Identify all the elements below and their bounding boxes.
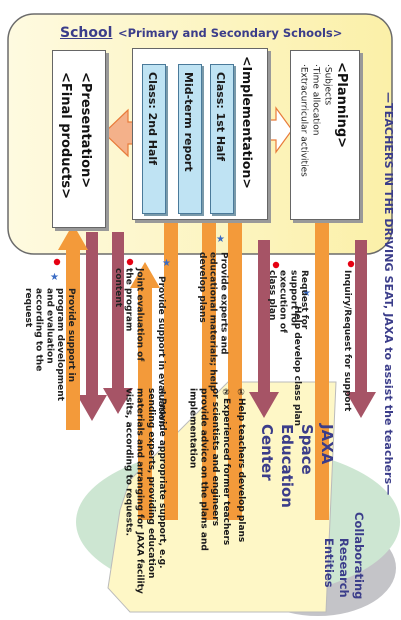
bullet-joint <box>126 258 134 266</box>
label-provide-support-program: Provide support in program development a… <box>22 288 76 401</box>
orange-arrow-eval-2 <box>130 262 160 520</box>
bullet-program <box>53 258 61 266</box>
notes-paper <box>107 381 337 613</box>
orange-arrow-experts <box>220 186 250 520</box>
jaxa-line3: Education <box>278 424 296 508</box>
star-experts: ★ <box>216 234 225 245</box>
orange-arrow-experts-2 <box>194 182 224 520</box>
orange-arrow-help-plan <box>307 196 337 520</box>
collab-line1: Collaborating <box>352 512 366 600</box>
bullet-inquiry <box>347 260 355 268</box>
label-help-plan: Help develop class plan <box>292 306 302 427</box>
class2-box <box>142 64 166 214</box>
presentation-box <box>52 50 106 228</box>
collab-line2: Research <box>337 538 351 598</box>
bullet-request <box>272 261 280 269</box>
planning-item-time: ·Time allocation <box>310 64 321 136</box>
maroon-arrow-request <box>249 240 279 418</box>
jaxa-line4: Center <box>258 424 276 481</box>
star-help-plan: ★ <box>302 288 311 299</box>
presentation-title: <Presentation> <box>78 72 93 189</box>
school-subtitle: <Primary and Secondary Schools> <box>117 26 343 40</box>
maroon-arrow-joint <box>103 232 133 414</box>
orange-arrows <box>58 178 337 520</box>
collab-line3: Entities <box>322 538 336 588</box>
note-2: ②Experienced former teachers or scientis… <box>187 388 231 551</box>
label-provide-experts: Provide experts and educational material… <box>196 252 229 392</box>
planning-item-extra: ·Extracurricular activities <box>298 64 309 177</box>
label-joint-eval: Joint evaluation of the program content <box>112 268 145 362</box>
jaxa-line1: JAXA <box>318 424 336 465</box>
side-title: —TEACHERS IN THE DRIVING SEAT, JAXA to a… <box>382 92 395 496</box>
maroon-arrow-program <box>77 232 107 421</box>
orange-arrow-program <box>58 224 88 430</box>
maroon-arrow-inquiry <box>346 240 376 418</box>
school-name: School <box>60 25 113 41</box>
class2-label: Class: 2nd Half <box>146 72 159 165</box>
planning-title: <Planning> <box>334 62 349 149</box>
midterm-box <box>178 64 202 214</box>
class1-box <box>210 64 234 214</box>
school-header: School <Primary and Secondary Schools> <box>60 22 342 41</box>
planning-box <box>290 50 360 220</box>
label-inquiry: Inquiry/Request for support <box>342 270 352 412</box>
maroon-arrows <box>77 232 376 421</box>
implementation-title: <Implementation> <box>240 56 255 189</box>
star-program: ★ <box>50 272 59 283</box>
label-request-execution: Request for support for execution of cla… <box>266 270 310 333</box>
bullet-marks: ★ ★ ★ ★ <box>50 234 355 299</box>
midterm-label: Mid-term report <box>182 72 195 172</box>
orange-arrow-eval <box>156 178 186 520</box>
presentation-subtitle: <Final products> <box>58 72 73 199</box>
note-3: ③Provide appropriate support, e.g. sendi… <box>123 388 167 594</box>
planning-item-subjects: ·Subjects <box>322 64 333 106</box>
jaxa-line2: Space <box>298 424 316 475</box>
note-1: ①Help teachers develop plans <box>236 388 246 543</box>
star-eval: ★ <box>162 258 171 269</box>
class1-label: Class: 1st Half <box>214 72 227 162</box>
label-provide-support-eval: Provide support in evaluation <box>156 276 166 427</box>
